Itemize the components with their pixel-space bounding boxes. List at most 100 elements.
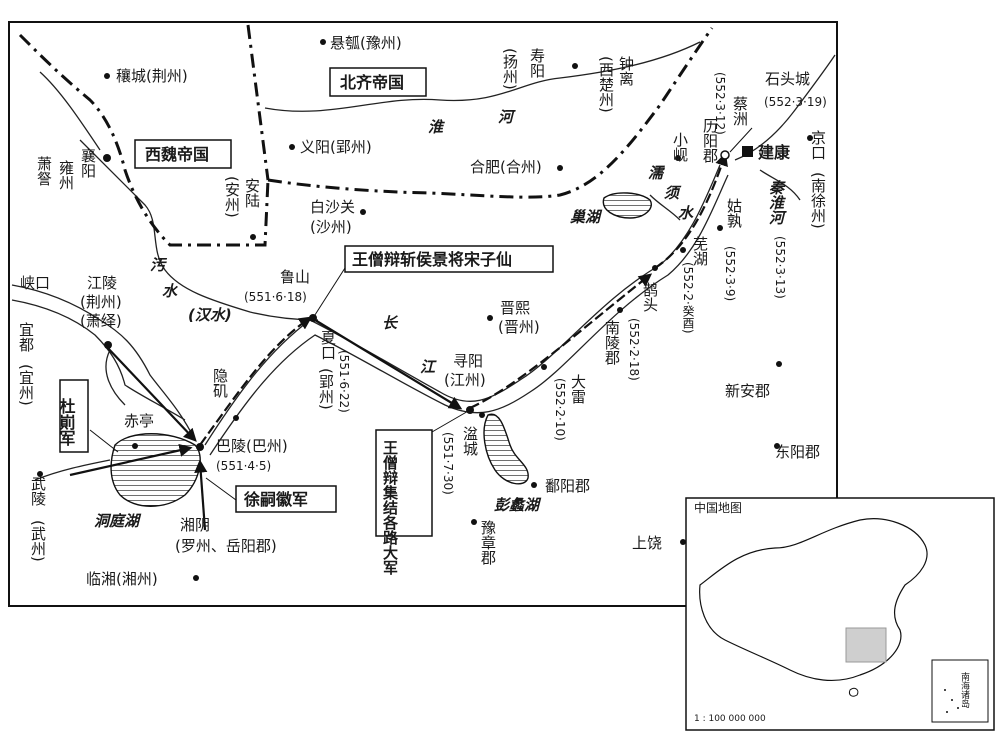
label-yizhou: (宜州) xyxy=(17,364,35,406)
date-pencheng: (551·7·30) xyxy=(441,432,455,495)
label-xiakou: 夏口 xyxy=(319,330,337,360)
label-xiangyin-sub: (罗州、岳阳郡) xyxy=(175,537,277,555)
city-markers xyxy=(37,39,813,581)
label-jiankang: 建康 xyxy=(758,143,791,162)
label-jinxi: 晋熙 xyxy=(500,299,530,317)
label-xiaocha: 萧詧 xyxy=(35,156,53,186)
label-xinan: 新安郡 xyxy=(725,382,770,400)
river-ruxu-3: 水 xyxy=(678,204,694,222)
label-baisha: 白沙关 xyxy=(310,198,355,216)
date-labels: (551·6·22) (551·7·30) (552·2·10) (552·2·… xyxy=(337,72,787,495)
wang-gathers-callout: 王僧辩集结各路大军 xyxy=(381,440,399,576)
label-baling-date: (551·4·5) xyxy=(216,459,271,473)
label-yiji: 隐矶 xyxy=(211,368,229,399)
label-rangcheng: 穰城(荆州) xyxy=(116,67,188,85)
lake-dongting-label: 洞庭湖 xyxy=(94,512,142,530)
date-gushu: (552·3·9) xyxy=(723,246,737,301)
river-ruxu-2: 须 xyxy=(664,184,682,202)
label-jiangling-sub1: (荆州) xyxy=(80,293,122,311)
date-queto: (552·2·18) xyxy=(627,318,641,381)
label-linxiang: 临湘(湘州) xyxy=(86,570,158,588)
inset-region-highlight xyxy=(845,627,887,663)
callout-leaders xyxy=(89,127,753,501)
pengli-lake xyxy=(483,413,529,485)
river-chang-1: 长 xyxy=(382,314,399,332)
label-daliu: 大雷 xyxy=(569,374,587,404)
label-anlu: 安陆 xyxy=(243,178,261,208)
river-labels: 淮 河 汚 水 (汉水) 长 江 濡 须 水 xyxy=(150,108,694,376)
label-shitou-date: (552·3·19) xyxy=(764,95,827,109)
lake-labels: 洞庭湖 彭蠡湖 巢湖 xyxy=(94,208,603,530)
label-xiaoxian: 小岘 xyxy=(671,132,689,163)
campaign-routes xyxy=(69,152,728,531)
state-borders xyxy=(18,24,714,247)
river-huai-2: 河 xyxy=(498,108,516,126)
label-xuanhu: 悬瓠(豫州) xyxy=(330,34,402,52)
label-xiakou-gorge: 峡口 xyxy=(20,274,50,292)
label-xiangyang: 襄阳 xyxy=(79,148,97,178)
du-kan-army-callout: 杜崱军 xyxy=(57,397,77,447)
label-yuzhang: 豫章郡 xyxy=(479,520,497,565)
chao-lake xyxy=(602,192,652,219)
label-jiangling: 江陵 xyxy=(87,274,117,292)
date-wuhu: (552·2·癸酉) xyxy=(681,262,695,334)
label-jingkou: 京口 xyxy=(809,130,827,160)
river-han-1: 汚 xyxy=(150,256,168,274)
label-shouyang: 寿阳 xyxy=(528,48,546,78)
label-xunyang-sub: (江州) xyxy=(444,371,486,389)
label-yangzhou: (扬州) xyxy=(501,48,519,90)
label-zhongli: 钟离 xyxy=(617,56,635,86)
label-wuhu: 芜湖 xyxy=(691,236,709,267)
lake-chao-label: 巢湖 xyxy=(569,208,603,226)
label-dongyang: 东阳郡 xyxy=(775,443,820,461)
lake-pengli-label: 彭蠡湖 xyxy=(494,496,542,514)
river-ruxu-1: 濡 xyxy=(648,164,665,182)
label-poyang: 鄱阳郡 xyxy=(545,477,590,495)
label-lushan: 鲁山 xyxy=(280,268,310,286)
label-jinxi-sub: (晋州) xyxy=(498,318,540,336)
river-huai-1: 淮 xyxy=(428,118,445,136)
vertical-place-labels: 寿阳 (扬州) 钟离 (西楚州) 襄阳 雍州 萧詧 安陆 (安州) 夏口 (郢州… xyxy=(17,48,827,565)
label-xiangyin: 湘阴 xyxy=(180,516,210,534)
label-pencheng: 湓城 xyxy=(461,426,479,457)
date-xiakou: (551·6·22) xyxy=(337,350,351,413)
wang-kills-callout: 王僧辩斩侯景将宋子仙 xyxy=(352,250,512,269)
date-daliu: (552·2·10) xyxy=(553,378,567,441)
river-han-paren: (汉水) xyxy=(188,306,232,324)
label-gushu: 姑孰 xyxy=(725,198,743,229)
place-labels: 悬瓠(豫州) 穰城(荆州) 义阳(郢州) 白沙关 (沙州) 合肥(合州) 晋熙 … xyxy=(20,34,827,588)
label-qinhuai: 秦淮河 xyxy=(766,180,786,225)
label-jiangling-sub2: (萧绎) xyxy=(80,312,122,330)
label-yongzhou: 雍州 xyxy=(57,160,75,190)
label-caizhou: 蔡洲 xyxy=(731,96,749,126)
label-chiting: 赤亭 xyxy=(124,412,154,430)
label-anzhou: (安州) xyxy=(223,176,241,218)
label-shitou: 石头城 xyxy=(765,70,810,88)
northern-qi-label: 北齐帝国 xyxy=(340,73,404,92)
date-qinhuai: (552·3·13) xyxy=(773,236,787,299)
label-shangrao: 上饶 xyxy=(632,534,662,552)
label-baling: 巴陵(巴州) xyxy=(216,437,288,455)
label-yingzhou: (郢州) xyxy=(317,368,335,410)
label-liyang: 历阳郡 xyxy=(701,118,719,163)
xu-sihui-army-callout: 徐嗣徽军 xyxy=(243,490,308,509)
river-han-2: 水 xyxy=(162,282,178,300)
date-caizhou: (552·3·12) xyxy=(713,72,727,135)
label-hefei: 合肥(合州) xyxy=(470,158,542,176)
label-xunyang: 寻阳 xyxy=(453,352,483,370)
south-sea-label: 南海诸岛 xyxy=(959,671,970,709)
svg-text:杜崱军: 杜崱军 xyxy=(57,397,77,447)
label-yiyang: 义阳(郢州) xyxy=(300,138,372,156)
label-baisha-sub: (沙州) xyxy=(310,218,352,236)
label-nanxu: (南徐州) xyxy=(809,172,827,229)
label-wuzhou: (武州) xyxy=(29,520,47,562)
label-queto: 鹊头 xyxy=(641,282,659,312)
label-nanling: 南陵郡 xyxy=(603,320,621,365)
label-lushan-date: (551·6·18) xyxy=(244,290,307,304)
label-wuling: 武陵 xyxy=(29,476,47,506)
western-wei-label: 西魏帝国 xyxy=(145,145,209,164)
label-xichu: (西楚州) xyxy=(597,56,615,113)
south-sea-inset xyxy=(931,659,989,723)
river-chang-2: 江 xyxy=(420,358,437,376)
